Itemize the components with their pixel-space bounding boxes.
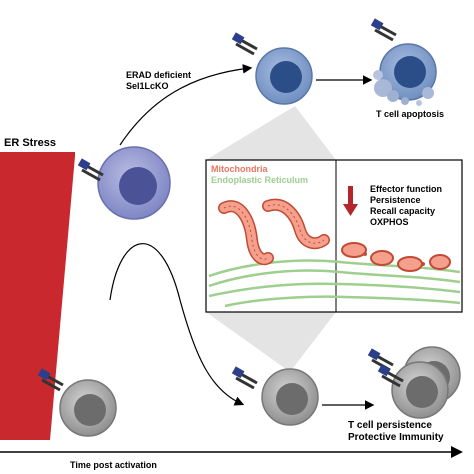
normal-t-cell-left bbox=[59, 379, 117, 437]
inset-panel: Mitochondria Endoplastic Reticulum bbox=[205, 159, 463, 313]
persistence-label-2: Protective Immunity bbox=[348, 432, 444, 443]
tcr-receptor-icon bbox=[230, 364, 259, 390]
apoptotic-t-cell bbox=[373, 43, 437, 106]
tcr-receptor-icon bbox=[366, 346, 395, 372]
er-label: Endoplastic Reticulum bbox=[211, 175, 308, 185]
mitochondria-label: Mitochondria bbox=[211, 164, 268, 174]
arrow-to-erad bbox=[119, 64, 253, 146]
er-membrane bbox=[208, 259, 461, 308]
er-stress-wedge bbox=[0, 152, 75, 440]
fragmented-mitochondria bbox=[341, 242, 451, 272]
persistent-t-cells bbox=[391, 346, 461, 419]
time-axis-label: Time post activation bbox=[70, 460, 157, 470]
persistence-label-1: T cell persistence bbox=[348, 420, 432, 431]
tcr-receptor-icon bbox=[369, 16, 398, 42]
erad-label-1: ERAD deficient bbox=[126, 70, 191, 80]
effect-label: Recall capacity bbox=[370, 206, 435, 216]
tcr-receptor-icon bbox=[230, 30, 259, 56]
effect-label: OXPHOS bbox=[370, 217, 409, 227]
apoptosis-label: T cell apoptosis bbox=[376, 109, 444, 119]
arrow-to-normal bbox=[109, 243, 245, 406]
decrease-arrow-icon bbox=[343, 186, 358, 216]
er-stress-label: ER Stress bbox=[4, 137, 56, 149]
effect-label: Persistence bbox=[370, 195, 421, 205]
zoom-connector-top bbox=[206, 106, 336, 160]
normal-t-cell-middle bbox=[261, 368, 319, 426]
zoom-connector-bottom bbox=[206, 312, 336, 372]
stressed-t-cell bbox=[97, 146, 171, 220]
elongated-mitochondria bbox=[218, 198, 330, 266]
effect-label: Effector function bbox=[370, 184, 442, 194]
erad-deficient-cell bbox=[255, 47, 313, 105]
erad-label-2: Sel1LcKO bbox=[126, 81, 169, 91]
